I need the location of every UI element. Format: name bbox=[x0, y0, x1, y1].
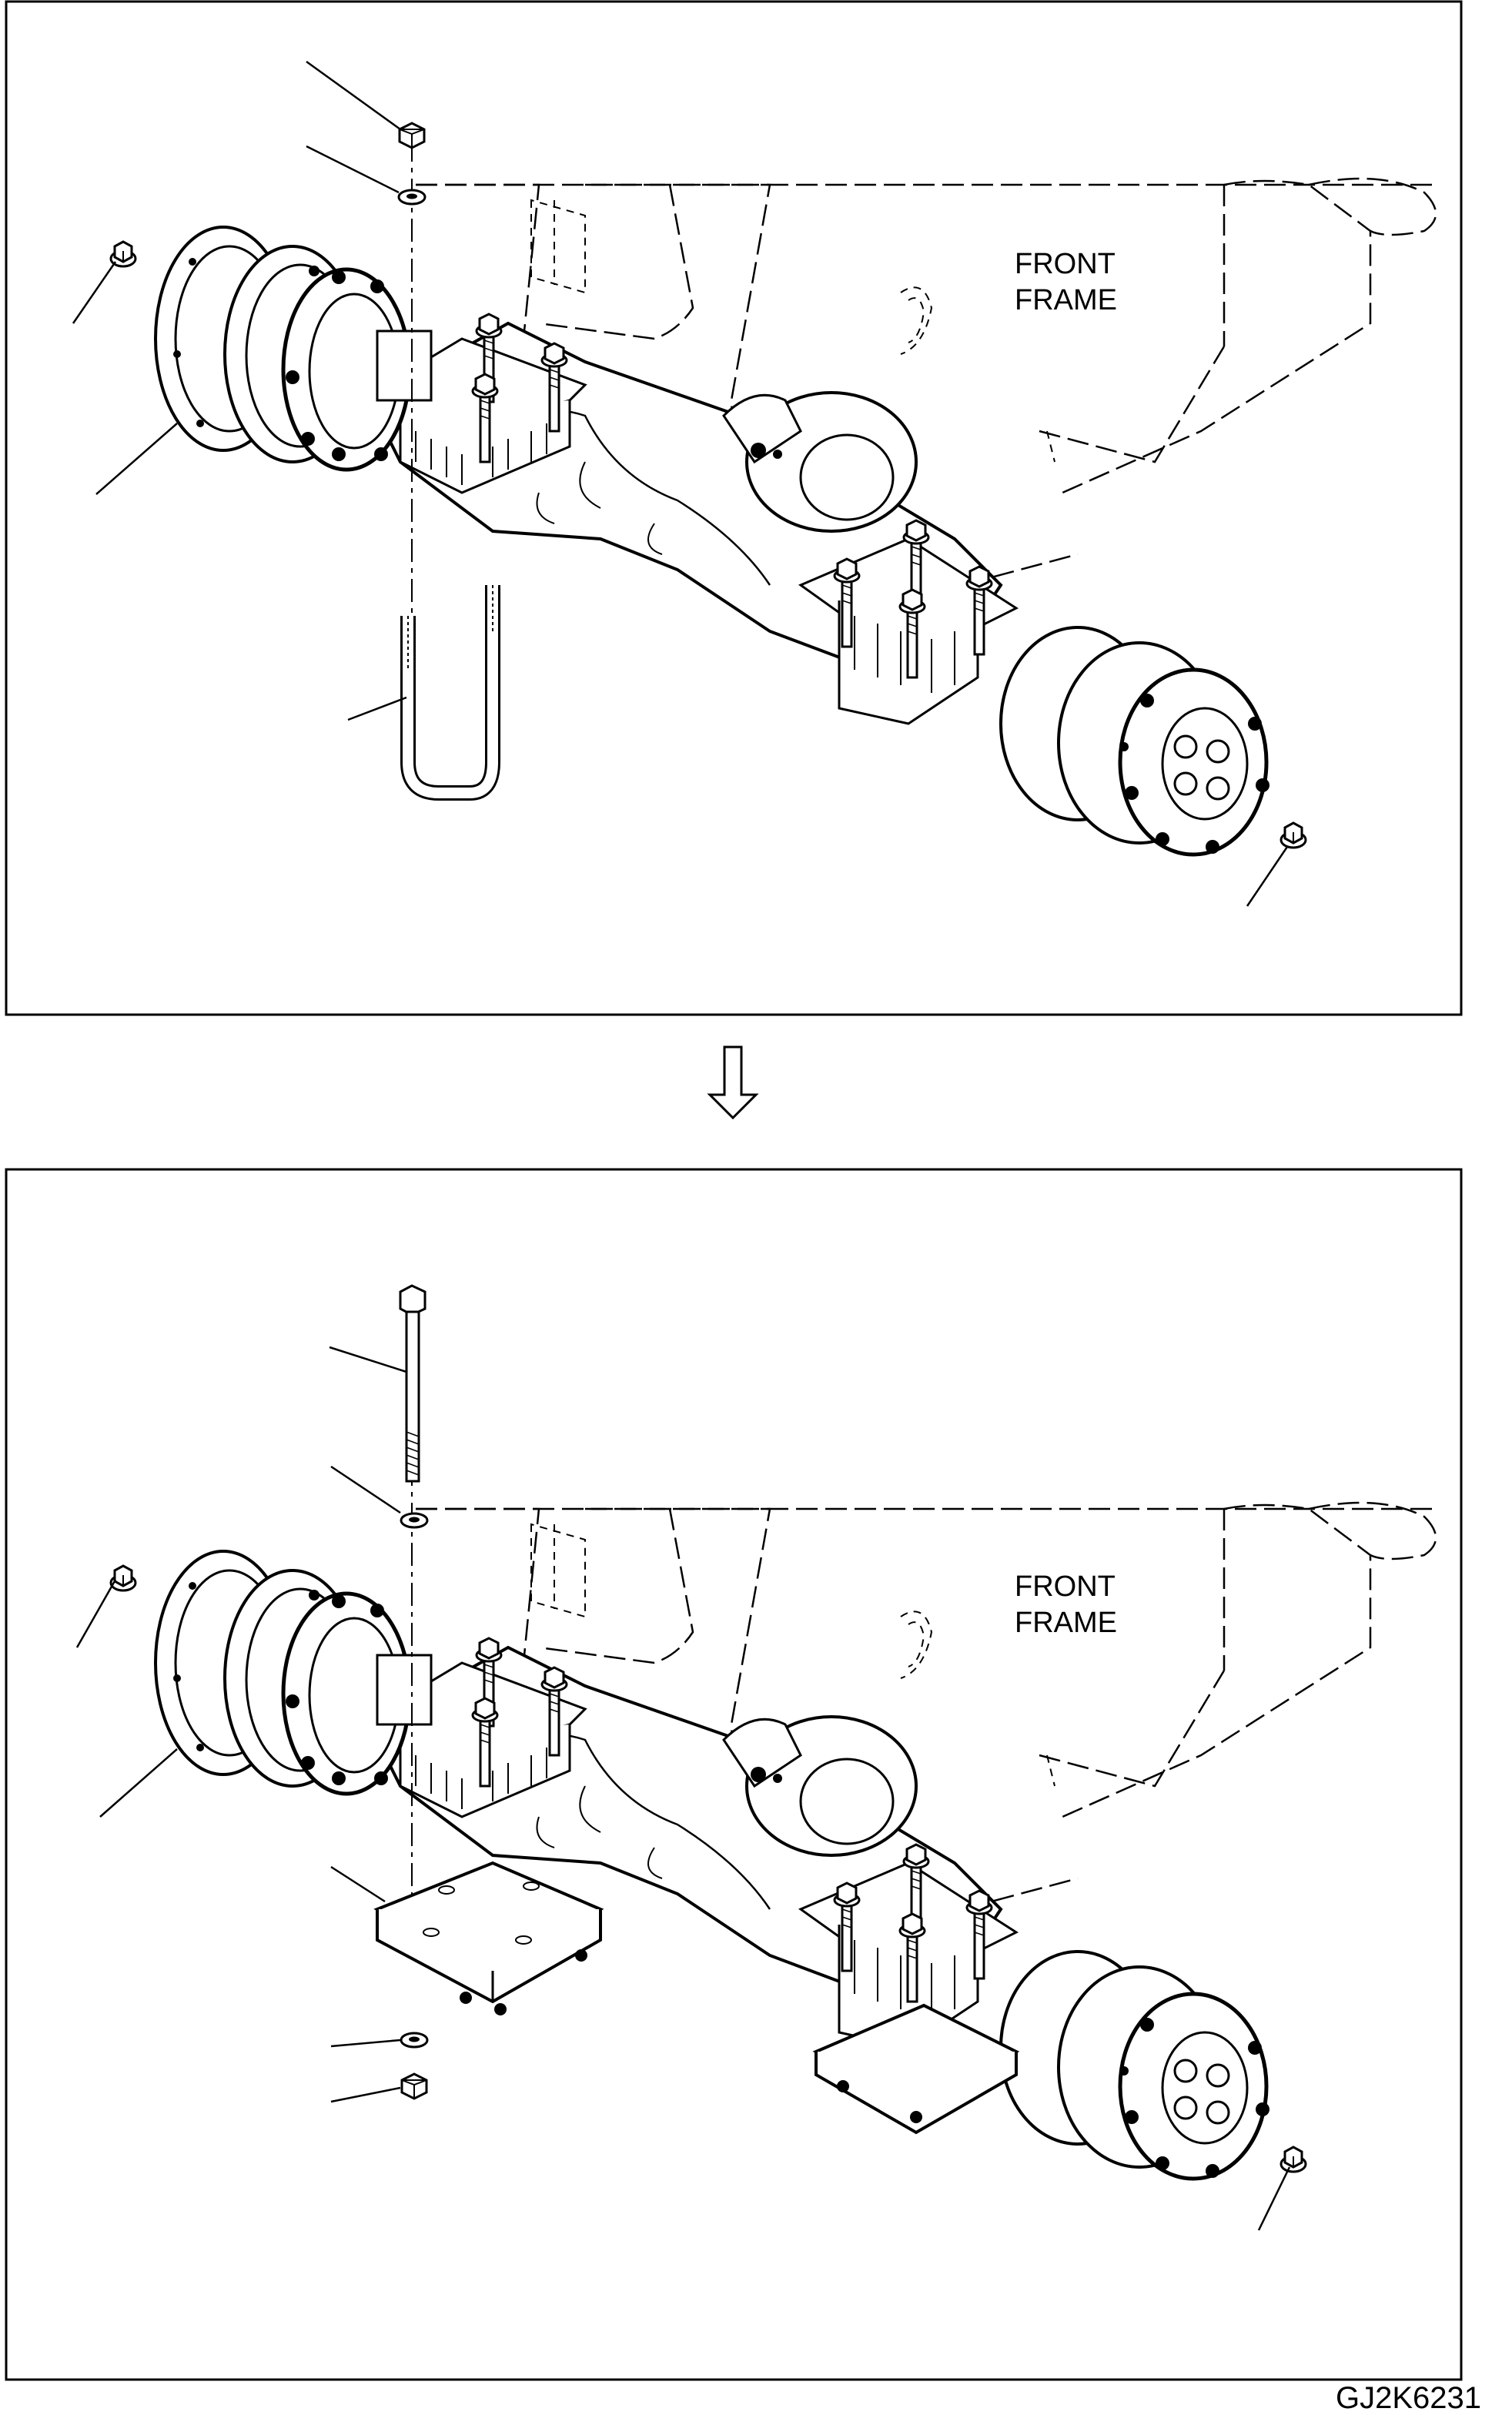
nut-part bbox=[398, 122, 426, 149]
front-frame-label-line2: FRAME bbox=[1015, 284, 1117, 316]
top-panel-border bbox=[5, 0, 1463, 1016]
right-stopper-plate bbox=[812, 2003, 1020, 2135]
axle-assembly-bottom bbox=[111, 1463, 1436, 2179]
long-bolt-part bbox=[399, 1284, 427, 1483]
top-panel: FRONT FRAME bbox=[5, 0, 1463, 1016]
u-bolt-part bbox=[400, 585, 500, 801]
bottom-panel-border bbox=[5, 1168, 1463, 2381]
axle-assembly-top bbox=[111, 139, 1436, 855]
leader-lines-bottom bbox=[75, 1346, 1291, 2231]
bottom-panel: FRONT FRAME bbox=[5, 1168, 1463, 2381]
stopper-plate-part bbox=[373, 1861, 604, 2015]
front-frame-label-line2-bottom: FRAME bbox=[1015, 1607, 1117, 1639]
figure-reference-code: GJ2K6231 bbox=[1336, 2381, 1481, 2415]
washer-part bbox=[397, 189, 427, 206]
down-arrow-icon bbox=[708, 1045, 758, 1119]
leader-lines-top bbox=[72, 60, 1289, 907]
washer-part-upper bbox=[400, 1512, 429, 1529]
nut-part-lower bbox=[400, 2072, 428, 2100]
washer-part-lower bbox=[400, 2032, 429, 2049]
front-frame-label-line1: FRONT bbox=[1015, 248, 1116, 280]
front-frame-label-line1-bottom: FRONT bbox=[1015, 1570, 1116, 1603]
